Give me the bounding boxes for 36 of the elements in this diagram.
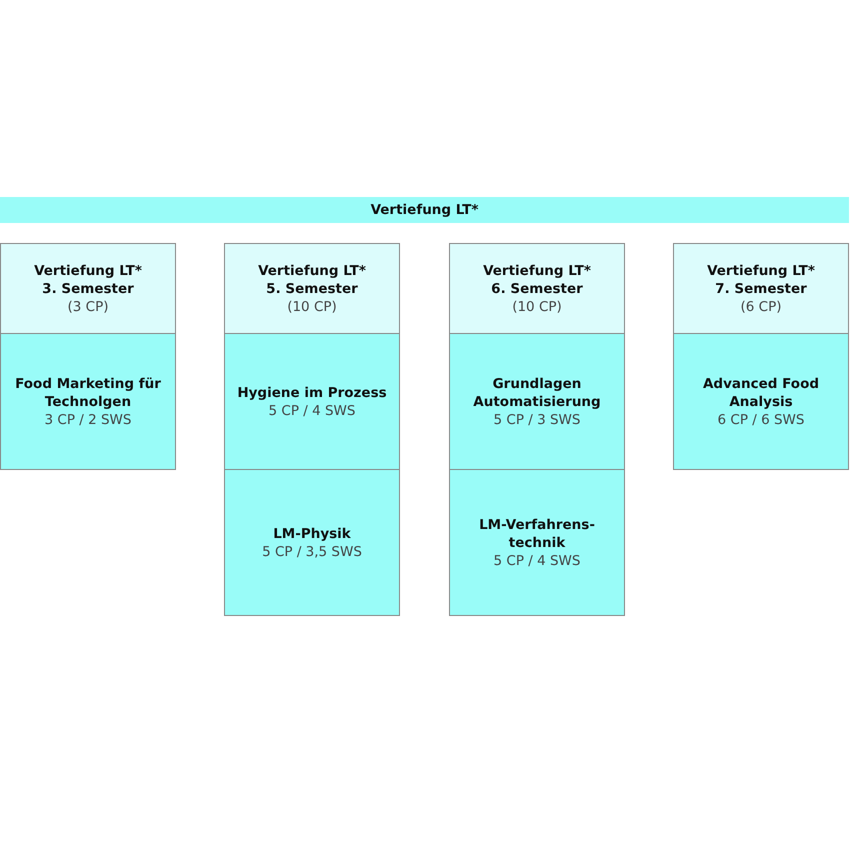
module-title: Advanced Food Analysis: [702, 374, 820, 410]
credit-points: (10 CP): [512, 298, 562, 316]
credits-hours: 5 CP / 3 SWS: [494, 410, 580, 428]
credits-hours: 5 CP / 4 SWS: [268, 402, 356, 420]
module-box: [449, 333, 625, 470]
module-box: [449, 469, 625, 616]
module-title: Grundlagen Automatisierung: [472, 374, 602, 410]
module-box: [0, 333, 176, 470]
module-box: [224, 469, 400, 616]
banner-title: Vertiefung LT*: [370, 201, 478, 219]
module-box: [224, 333, 400, 470]
credit-points: (3 CP): [68, 298, 108, 316]
credit-points: (10 CP): [287, 298, 337, 316]
semester-header-box: [0, 243, 176, 334]
module-title: Food Marketing für Technolgen: [14, 374, 162, 410]
credits-hours: 6 CP / 6 SWS: [718, 410, 804, 428]
module-title: LM-Verfahrens-technik: [478, 516, 596, 552]
credit-points: (6 CP): [740, 298, 782, 316]
semester-title: Vertiefung LT*: [34, 262, 142, 280]
module-box: [673, 333, 849, 470]
semester-title: Vertiefung LT*: [258, 262, 366, 280]
credits-hours: 3 CP / 2 SWS: [44, 410, 132, 428]
credits-hours: 5 CP / 3,5 SWS: [262, 542, 362, 560]
semester-title: Vertiefung LT*: [483, 262, 591, 280]
semester-header-box: [673, 243, 849, 334]
semester-title: 6. Semester: [491, 280, 583, 298]
semester-title: 5. Semester: [266, 280, 358, 298]
semester-title: 7. Semester: [715, 280, 807, 298]
module-title: LM-Physik: [273, 524, 351, 542]
semester-header-box: [224, 243, 400, 334]
semester-title: Vertiefung LT*: [707, 262, 815, 280]
module-title: Hygiene im Prozess: [237, 384, 387, 402]
banner-bar: [0, 197, 849, 223]
credits-hours: 5 CP / 4 SWS: [494, 552, 580, 570]
semester-title: 3. Semester: [42, 280, 134, 298]
semester-header-box: [449, 243, 625, 334]
